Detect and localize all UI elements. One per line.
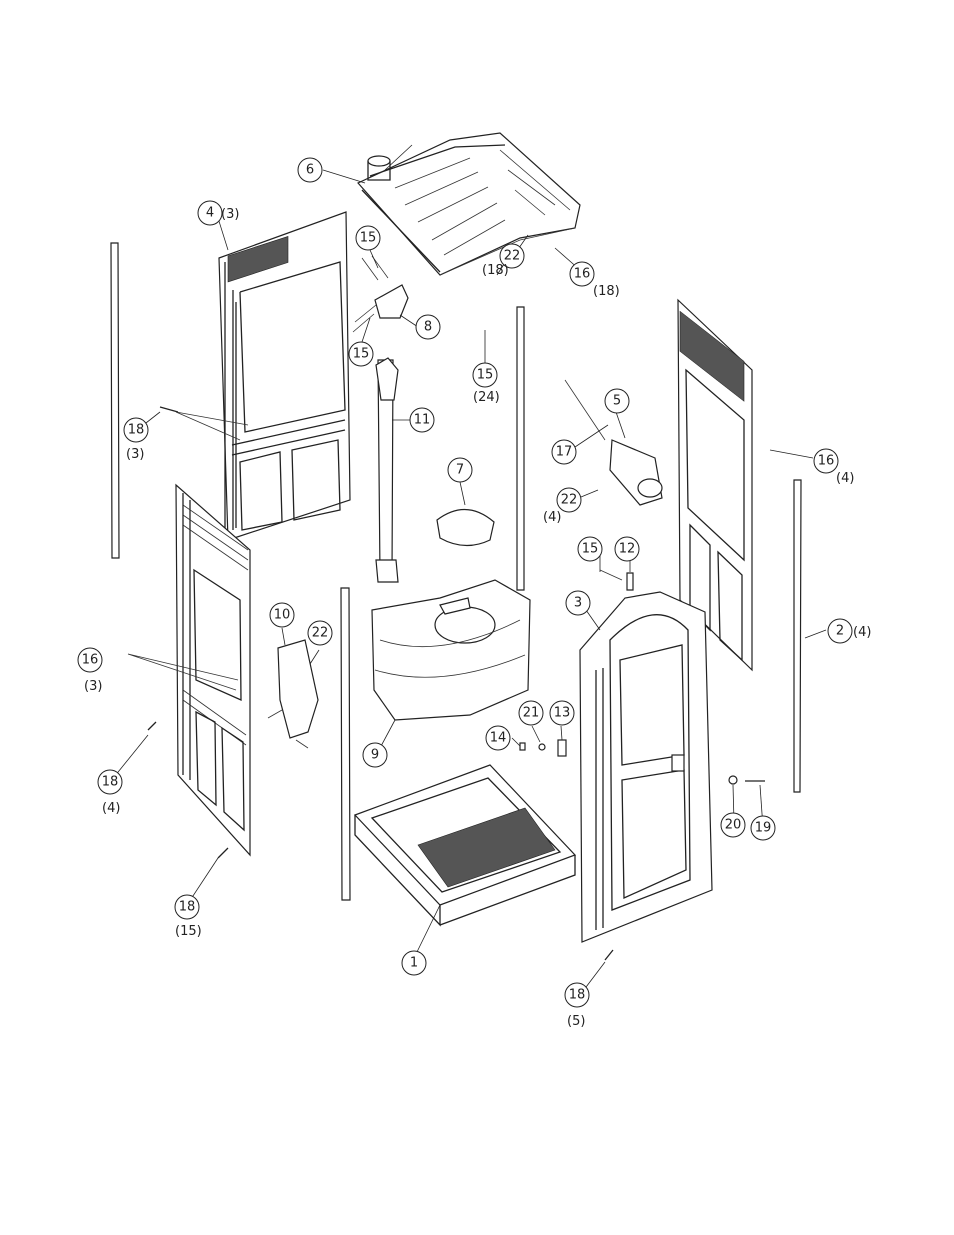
svg-text:18: 18	[569, 988, 586, 1003]
svg-text:3: 3	[574, 596, 582, 611]
callout-16-c: 16	[77, 647, 103, 673]
holding-tank-part	[371, 579, 531, 721]
roof-part	[357, 132, 581, 276]
callout-7: 7	[447, 457, 473, 483]
svg-text:22: 22	[561, 493, 578, 508]
callout-2-qty: (4)	[853, 625, 871, 640]
callout-18-d-qty: (5)	[567, 1014, 585, 1029]
callout-16-b: 16	[813, 448, 839, 474]
svg-text:22: 22	[504, 249, 521, 264]
callout-8: 8	[415, 314, 441, 340]
corner-post-center-back	[516, 306, 525, 591]
svg-text:18: 18	[128, 423, 145, 438]
svg-text:5: 5	[613, 394, 621, 409]
svg-text:14: 14	[490, 731, 507, 746]
svg-text:12: 12	[619, 542, 636, 557]
corner-post-center-front	[340, 587, 351, 901]
callout-16-a-qty: (18)	[593, 284, 620, 299]
door-panel-part	[579, 591, 713, 943]
callout-20: 20	[720, 812, 746, 838]
callout-18-a: 18	[123, 417, 149, 443]
svg-text:8: 8	[424, 320, 432, 335]
callout-22-b: 22	[556, 487, 582, 513]
callout-22-c: 22	[307, 620, 333, 646]
svg-text:17: 17	[556, 445, 573, 460]
svg-text:16: 16	[82, 653, 99, 668]
side-wall-panel-back-left	[218, 211, 351, 541]
callout-1: 1	[401, 950, 427, 976]
callout-18-b-qty: (4)	[102, 801, 120, 816]
callout-18-c-qty: (15)	[175, 924, 202, 939]
svg-text:15: 15	[360, 231, 377, 246]
callout-16-c-qty: (3)	[84, 679, 102, 694]
callout-11: 11	[409, 407, 435, 433]
svg-text:15: 15	[477, 368, 494, 383]
callout-21: 21	[518, 700, 544, 726]
urinal-bracket-part	[352, 255, 409, 333]
corner-post-right	[793, 479, 802, 793]
svg-text:16: 16	[574, 267, 591, 282]
callout-6: 6	[297, 157, 323, 183]
svg-text:20: 20	[725, 818, 742, 833]
svg-text:2: 2	[836, 624, 844, 639]
callout-9: 9	[362, 742, 388, 768]
svg-text:19: 19	[755, 821, 772, 836]
svg-text:11: 11	[414, 413, 431, 428]
svg-text:18: 18	[102, 775, 119, 790]
callout-15-d: 15	[577, 536, 603, 562]
vent-pipe-part	[375, 357, 399, 583]
callout-18-b: 18	[97, 769, 123, 795]
seat-lid-part	[436, 508, 495, 547]
callout-22-a-qty: (18)	[482, 263, 509, 278]
callout-19: 19	[750, 815, 776, 841]
side-wall-panel-front-left	[175, 483, 251, 857]
callout-4-qty: (3)	[221, 207, 239, 222]
floor-base-part	[353, 764, 577, 927]
svg-text:6: 6	[306, 163, 314, 178]
screws	[127, 406, 614, 961]
side-wall-panel-back-right	[677, 298, 753, 672]
svg-text:15: 15	[582, 542, 599, 557]
svg-text:18: 18	[179, 900, 196, 915]
callout-15-c: 15	[472, 362, 498, 388]
callout-15-b: 15	[348, 341, 374, 367]
callout-22-a: 22	[499, 243, 525, 269]
svg-text:16: 16	[818, 454, 835, 469]
callout-2: 2	[827, 618, 853, 644]
callout-18-a-qty: (3)	[126, 447, 144, 462]
svg-text:13: 13	[554, 706, 571, 721]
callout-14: 14	[485, 725, 511, 751]
callout-12: 12	[614, 536, 640, 562]
svg-text:10: 10	[274, 608, 291, 623]
corner-post-left-back	[110, 242, 120, 559]
svg-text:9: 9	[371, 748, 379, 763]
toilet-paper-dispenser-part	[564, 379, 663, 506]
callout-4: 4	[197, 200, 223, 226]
callout-15-c-qty: (24)	[473, 390, 500, 405]
callout-5: 5	[604, 388, 630, 414]
svg-text:22: 22	[312, 626, 329, 641]
urinal-part	[267, 639, 319, 749]
callout-17: 17	[551, 439, 577, 465]
callout-22-b-qty: (4)	[543, 510, 561, 525]
svg-text:21: 21	[523, 706, 540, 721]
callout-18-d: 18	[564, 982, 590, 1008]
callout-3: 3	[565, 590, 591, 616]
callout-10: 10	[269, 602, 295, 628]
svg-text:15: 15	[353, 347, 370, 362]
svg-text:7: 7	[456, 463, 464, 478]
callout-16-b-qty: (4)	[836, 471, 854, 486]
svg-text:1: 1	[410, 956, 418, 971]
callout-16-a: 16	[569, 261, 595, 287]
callout-15-a: 15	[355, 225, 381, 251]
callout-18-c: 18	[174, 894, 200, 920]
svg-text:4: 4	[206, 206, 214, 221]
callout-13: 13	[549, 700, 575, 726]
